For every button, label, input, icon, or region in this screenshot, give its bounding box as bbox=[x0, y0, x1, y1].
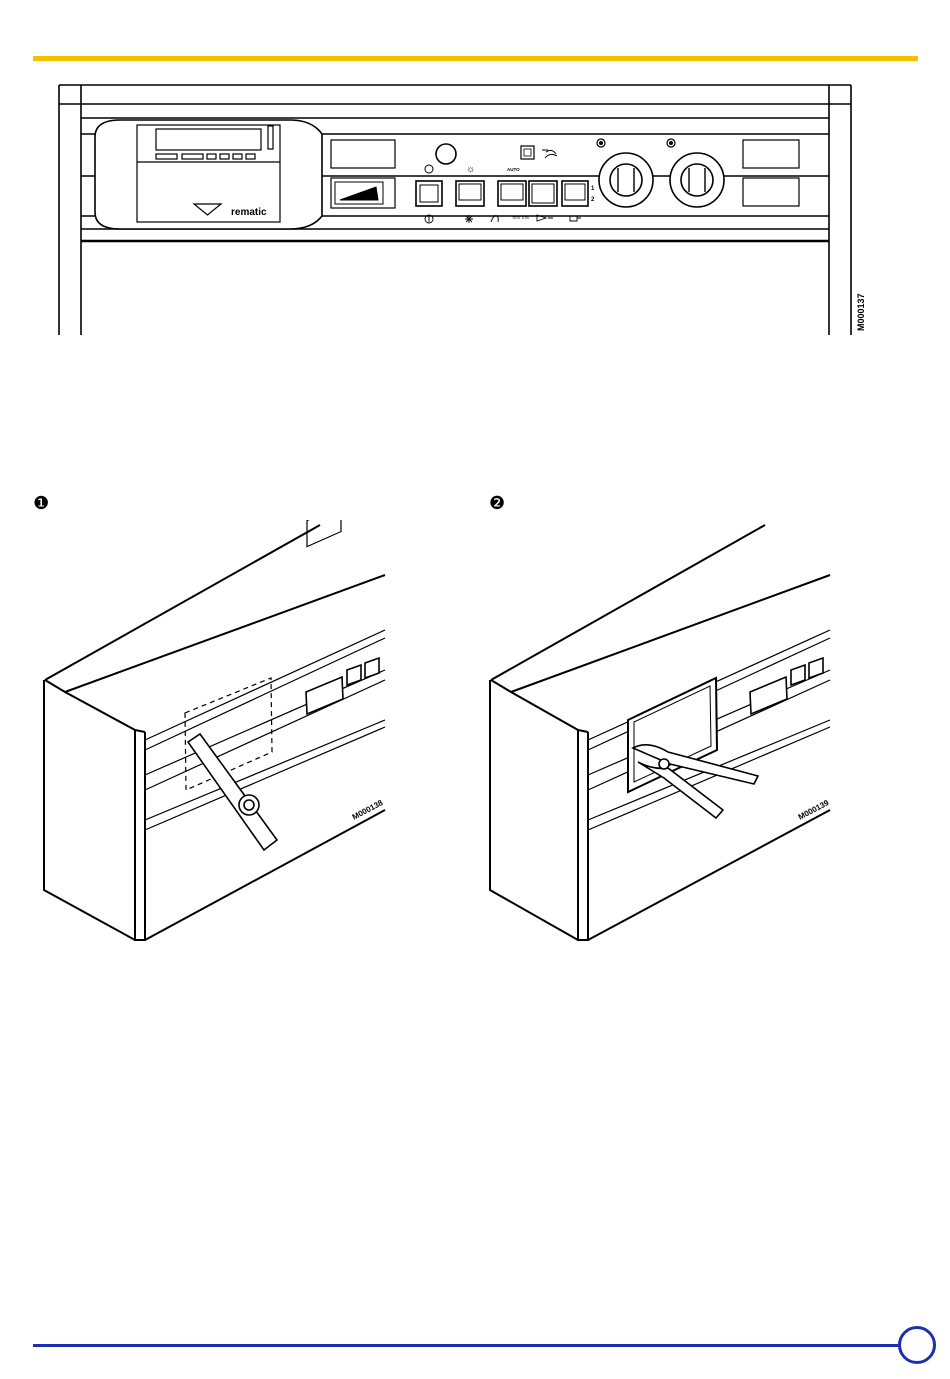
test-label: TEST STB bbox=[512, 216, 529, 220]
brand-label: rematic bbox=[231, 207, 267, 218]
sun-icon: ☼ bbox=[466, 164, 475, 175]
power-lamp bbox=[425, 165, 433, 173]
rocker-switches[interactable] bbox=[416, 181, 588, 206]
tap-icon bbox=[542, 150, 557, 158]
footer-rule bbox=[33, 1344, 901, 1347]
reset-knob[interactable] bbox=[436, 144, 456, 164]
thermometer-window bbox=[331, 178, 395, 208]
cutter-knife bbox=[188, 734, 277, 850]
blank-window-right-bottom bbox=[743, 178, 799, 206]
page-number-circle bbox=[898, 1326, 936, 1364]
stage-2-label: 2 bbox=[591, 197, 595, 203]
blank-window-left bbox=[331, 140, 395, 168]
stage-1-label: 1 bbox=[591, 186, 595, 192]
step-2-illustration: M000139 bbox=[478, 520, 848, 950]
auto-label: AUTO bbox=[507, 167, 520, 172]
step-2-number: ❷ bbox=[489, 494, 505, 514]
control-panel-figure: rematic ☼ AUTO 1 2 TEST STB bbox=[0, 0, 950, 350]
figure-code-top: M000137 bbox=[856, 293, 866, 331]
blank-window-right-top bbox=[743, 140, 799, 168]
step-1-number: ❶ bbox=[33, 494, 49, 514]
step-1-illustration: M000138 bbox=[30, 520, 400, 950]
